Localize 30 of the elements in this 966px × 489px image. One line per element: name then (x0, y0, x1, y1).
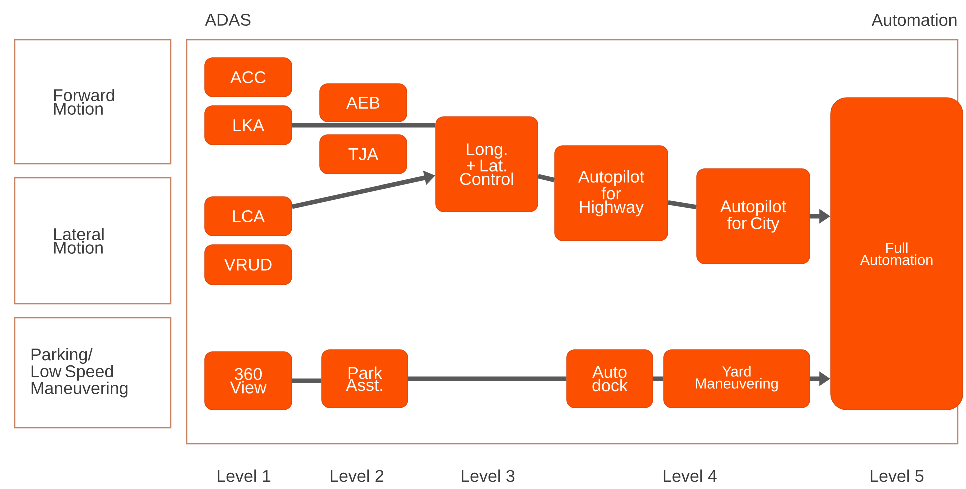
connector-line (292, 378, 322, 384)
feature-box: 360 View (204, 352, 292, 410)
category-box: Parking/ Low Speed Maneuvering (14, 317, 172, 429)
feature-box: LCA (204, 196, 292, 236)
feature-box: Autopilot for Highway (554, 146, 668, 242)
feature-box: AEB (320, 84, 408, 122)
level-label: Level 3 (462, 470, 515, 482)
heading: ADAS (205, 14, 251, 26)
category-box: Forward Motion (14, 39, 172, 165)
connector-line (292, 123, 436, 128)
feature-box: Autopilot for City (696, 168, 810, 264)
level-label: Level 1 (218, 470, 271, 482)
heading: Automation (872, 14, 957, 26)
connector-line (668, 200, 697, 210)
feature-box: ACC (204, 58, 292, 98)
feature-box: TJA (320, 134, 408, 174)
connector-line (408, 376, 567, 382)
connector-line (538, 174, 556, 182)
connector-line (653, 376, 664, 382)
feature-box: Park Asst. (322, 350, 408, 408)
feature-box: LKA (204, 106, 292, 146)
feature-box: Long. + Lat. Control (436, 116, 538, 212)
feature-box: Full Automation (830, 98, 964, 410)
category-box: Lateral Motion (14, 177, 172, 305)
feature-box: Auto dock (566, 350, 654, 408)
level-label: Level 2 (331, 470, 384, 482)
feature-box: VRUD (204, 244, 292, 286)
feature-box: Yard Maneuvering (664, 350, 810, 408)
level-label: Level 4 (664, 470, 717, 482)
level-label: Level 5 (871, 470, 924, 482)
